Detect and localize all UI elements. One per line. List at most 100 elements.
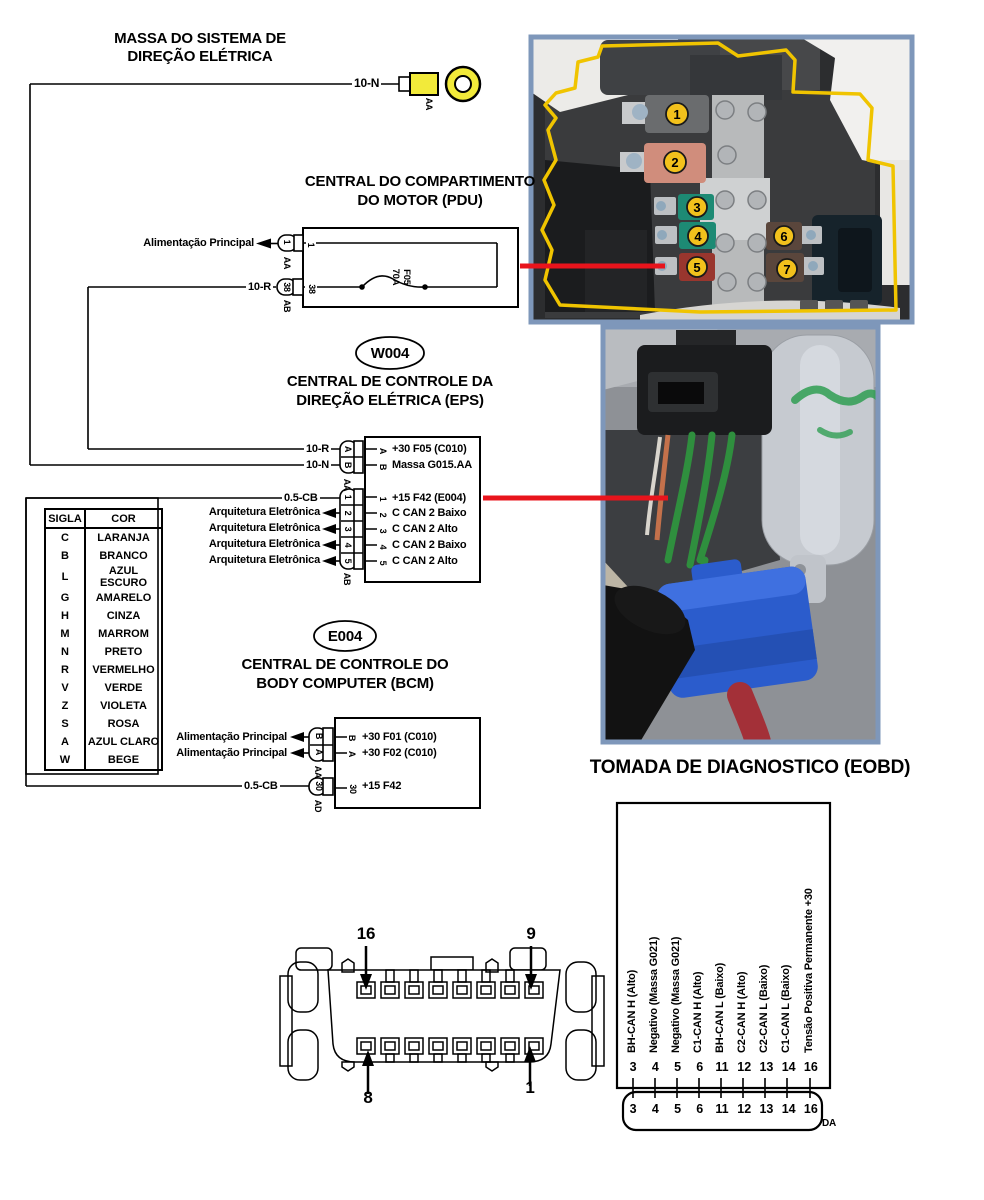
pdu-title-line2: DO MOTOR (PDU) [357, 192, 483, 209]
bcm-title-line2: BODY COMPUTER (BCM) [256, 675, 434, 692]
pin-number: 11 [715, 1102, 729, 1116]
obd-pins-top [356, 969, 544, 999]
eps-pin-b: B [343, 461, 353, 469]
legend-sigla: L [61, 571, 69, 583]
eobd-pin-14-label: C1-CAN L (Baixo) [780, 964, 792, 1053]
legend-sigla: Z [61, 700, 69, 712]
eps-pin-4-inner: 4 [378, 539, 388, 555]
fuse-callout-3: 3 [693, 200, 700, 215]
pin-number: 14 [781, 1060, 796, 1074]
eobd-title: TOMADA DE DIAGNOSTICO (EOBD) [589, 757, 911, 778]
pin-number: 14 [781, 1102, 796, 1116]
bcm-pin-a-inner: A [347, 746, 357, 762]
pdu-feed-label: Alimentação Principal [143, 237, 254, 249]
obd-pins-bottom [356, 1037, 544, 1063]
bcm-pin-b-signal: +30 F01 (C010) [362, 731, 437, 743]
pin-number: 4 [651, 1060, 659, 1074]
fusebox-yellow-outline [540, 41, 898, 314]
legend-sigla: W [59, 754, 71, 766]
eps-pin-4-signal: C CAN 2 Baixo [392, 539, 467, 551]
eobd-pin-12-label: C2-CAN H (Alto) [736, 971, 748, 1053]
eps-pin-4: 4 [343, 542, 353, 548]
legend-cor: BRANCO [84, 547, 162, 565]
legend-sigla: G [60, 592, 70, 604]
red-cable [727, 682, 771, 742]
bcm-wire-05cb-label: 0.5-CB [242, 780, 280, 793]
eps-title-line1: CENTRAL DE CONTROLE DA [286, 373, 494, 390]
bcm-code-label: E004 [327, 628, 363, 645]
bcm-pin-b: B [314, 732, 324, 740]
wire-10r [87, 286, 341, 450]
pin-number: 13 [759, 1102, 774, 1116]
obd-face-pin1: 1 [525, 1078, 535, 1097]
ground-wire-label: 10-N [352, 76, 382, 91]
fuse-rating: 70A [390, 268, 401, 286]
ring-terminal [398, 65, 482, 103]
eobd-pin-6-label: C1-CAN H (Alto) [692, 971, 704, 1053]
pin-number: 12 [737, 1060, 752, 1074]
eps-pin-1-inner: 1 [378, 491, 388, 507]
eobd-pin-3-label: BH-CAN H (Alto) [626, 969, 638, 1053]
bcm-feed-label-a: Alimentação Principal [176, 747, 287, 759]
legend-row: B BRANCO [45, 547, 162, 565]
pin-number: 12 [737, 1102, 752, 1116]
eobd-pin-11-label: BH-CAN L (Baixo) [714, 962, 726, 1053]
pin-number: 13 [759, 1060, 774, 1074]
bcm-pin-30-inner: 30 [348, 779, 358, 799]
pin-number: 5 [674, 1102, 682, 1116]
eps-pin-4-dest: Arquitetura Eletrônica [208, 538, 320, 550]
eps-wire-05cb-label: 0.5-CB [282, 492, 320, 505]
eobd-pin-4-label: Negativo (Massa G021) [648, 936, 660, 1053]
bcm-pin-30-signal: +15 F42 [362, 780, 402, 792]
eps-pin-1-signal: +15 F42 (E004) [392, 492, 466, 504]
photo-eps-border [600, 324, 881, 745]
legend-cor: MARROM [84, 625, 162, 643]
legend-cor: BEGE [84, 751, 162, 770]
legend-cor: LARANJA [84, 528, 162, 547]
busbar-bolts [715, 100, 767, 292]
legend-row: L AZUL ESCURO [45, 565, 162, 589]
fuse-callout-6: 6 [780, 229, 787, 244]
legend-cor: AZUL ESCURO [84, 565, 162, 589]
obd-connector-face [279, 946, 605, 1094]
fuse-callout-5: 5 [693, 260, 700, 275]
eps-pin-1: 1 [343, 494, 353, 500]
eps-pin-b-signal: Massa G015.AA [392, 459, 472, 471]
pdu-block [256, 227, 519, 308]
pdu-pin1-label: 1 [282, 239, 292, 245]
pdu-title-line1: CENTRAL DO COMPARTIMENTO [304, 173, 536, 190]
eps-pin-5-signal: C CAN 2 Alto [392, 555, 458, 567]
pin-number: 3 [629, 1060, 637, 1074]
obd-face-pin8: 8 [363, 1088, 373, 1107]
pdu-conn-aa-label: AA [282, 256, 292, 270]
eps-pin-3-dest: Arquitetura Eletrônica [208, 522, 320, 534]
legend-cor: AMARELO [84, 589, 162, 607]
legend-sigla: B [61, 550, 69, 562]
legend-sigla: N [61, 646, 69, 658]
obd-face-pin9: 9 [526, 924, 536, 943]
wire-10n [29, 83, 399, 466]
bcm-feed-label-b: Alimentação Principal [176, 731, 287, 743]
eps-pin-b-inner: B [378, 459, 388, 475]
eps-pin-3-inner: 3 [378, 523, 388, 539]
photo-pdu-fusebox: 1 2 3 4 5 6 7 [531, 37, 912, 322]
eps-pin-2: 2 [343, 510, 353, 516]
eps-pin-2-inner: 2 [378, 507, 388, 523]
eobd-pin-13-label: C2-CAN L (Baixo) [758, 964, 770, 1053]
pin-number: 6 [696, 1102, 704, 1116]
eps-pin-2-signal: C CAN 2 Baixo [392, 507, 467, 519]
ground-title-line1: MASSA DO SISTEMA DE [114, 30, 286, 47]
eobd-connector-code: DA [822, 1118, 837, 1129]
eobd-pin-number-row-box: 3 4 5 6 11 12 13 14 16 [622, 1060, 822, 1074]
legend-sigla: C [61, 532, 69, 544]
eobd-pin-number-row-connector: 3 4 5 6 11 12 13 14 16 [622, 1102, 822, 1116]
pdu-wire-10r-label: 10-R [246, 281, 274, 294]
bcm-title-line1: CENTRAL DE CONTROLE DO [241, 656, 449, 673]
fusebox-callouts: 1 2 3 4 5 6 7 [663, 102, 798, 280]
